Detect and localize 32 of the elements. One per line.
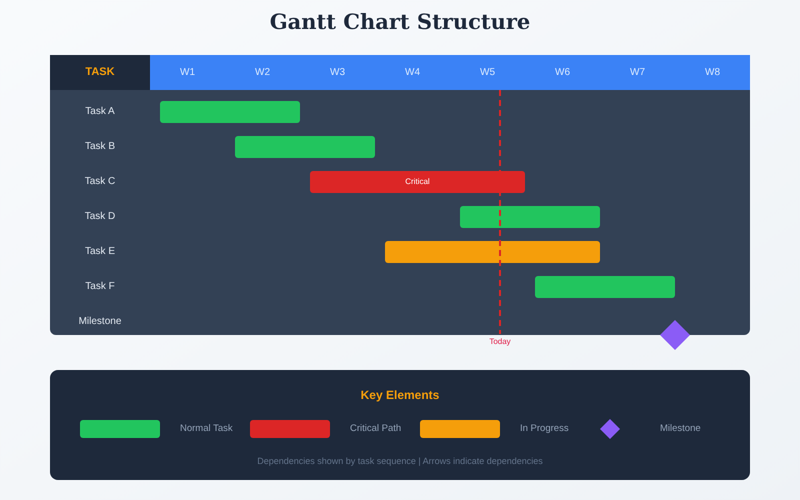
week-label: W3 <box>330 66 345 78</box>
task-label: Task A <box>85 106 115 118</box>
task-label: Task D <box>84 211 116 223</box>
milestone-diamond <box>660 320 690 350</box>
week-label: W2 <box>255 66 270 78</box>
chart-title: Gantt Chart Structure <box>270 8 530 36</box>
week-label: W1 <box>180 66 195 78</box>
bar-label: Critical <box>405 177 430 187</box>
critical-task-bar <box>310 171 525 193</box>
task-label: Task E <box>84 246 115 258</box>
task-bar <box>535 276 675 298</box>
task-bar <box>460 206 600 228</box>
today-label: Today <box>489 337 511 347</box>
legend-label: Milestone <box>660 423 701 435</box>
task-label: Task C <box>84 176 116 188</box>
in-progress-task-bar <box>385 241 600 263</box>
week-label: W7 <box>630 66 645 78</box>
legend-label: In Progress <box>520 423 569 435</box>
legend-title: Key Elements <box>360 388 440 403</box>
week-label: W5 <box>480 66 495 78</box>
legend-label: Critical Path <box>350 423 402 435</box>
week-label: W8 <box>705 66 720 78</box>
task-label: Task B <box>84 141 115 153</box>
task-bar <box>235 136 375 158</box>
footnote: Dependencies shown by task sequence | Arrows indicate dependencies <box>257 456 543 467</box>
week-label: W6 <box>555 66 570 78</box>
legend-label: Normal Task <box>180 423 233 435</box>
task-label: Task F <box>85 281 115 293</box>
task-column-header: TASK <box>50 55 150 90</box>
task-label: Milestone <box>78 316 122 328</box>
week-label: W4 <box>405 66 420 78</box>
task-bar <box>160 101 300 123</box>
